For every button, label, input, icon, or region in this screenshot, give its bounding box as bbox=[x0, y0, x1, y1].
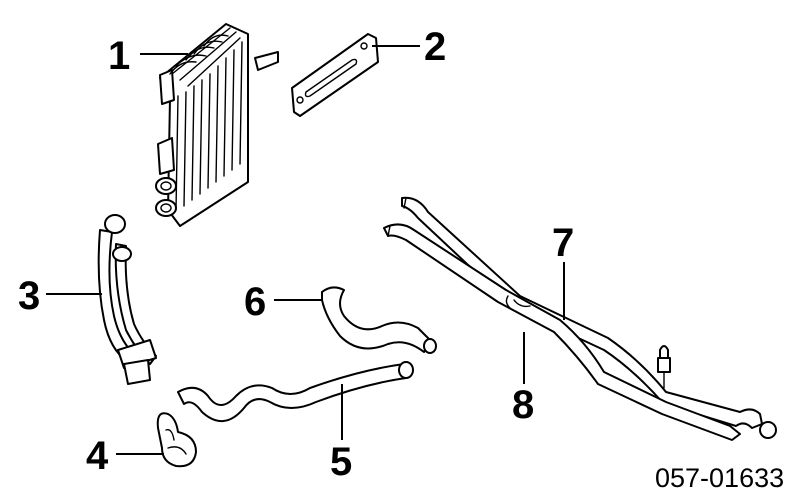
part-5-hose bbox=[177, 361, 414, 422]
callout-5: 5 bbox=[330, 440, 352, 484]
part-2-bracket bbox=[291, 33, 379, 117]
callout-1: 1 bbox=[108, 34, 130, 78]
part-4-clip bbox=[156, 412, 197, 468]
part-3-tube-assembly bbox=[97, 214, 157, 385]
callout-3: 3 bbox=[18, 274, 40, 318]
part-7-8-cooler-lines bbox=[383, 196, 777, 441]
callout-7: 7 bbox=[552, 221, 574, 265]
callout-4: 4 bbox=[86, 434, 109, 478]
callouts: 1 2 3 4 5 6 7 8 bbox=[18, 25, 574, 484]
diagram-part-number: 057-01633 bbox=[655, 463, 784, 493]
part-1-oil-cooler bbox=[155, 23, 279, 227]
part-6-hose bbox=[321, 286, 437, 354]
callout-8: 8 bbox=[512, 383, 534, 427]
callout-2: 2 bbox=[424, 25, 446, 69]
callout-6: 6 bbox=[244, 280, 266, 324]
leader-lines bbox=[46, 45, 565, 455]
